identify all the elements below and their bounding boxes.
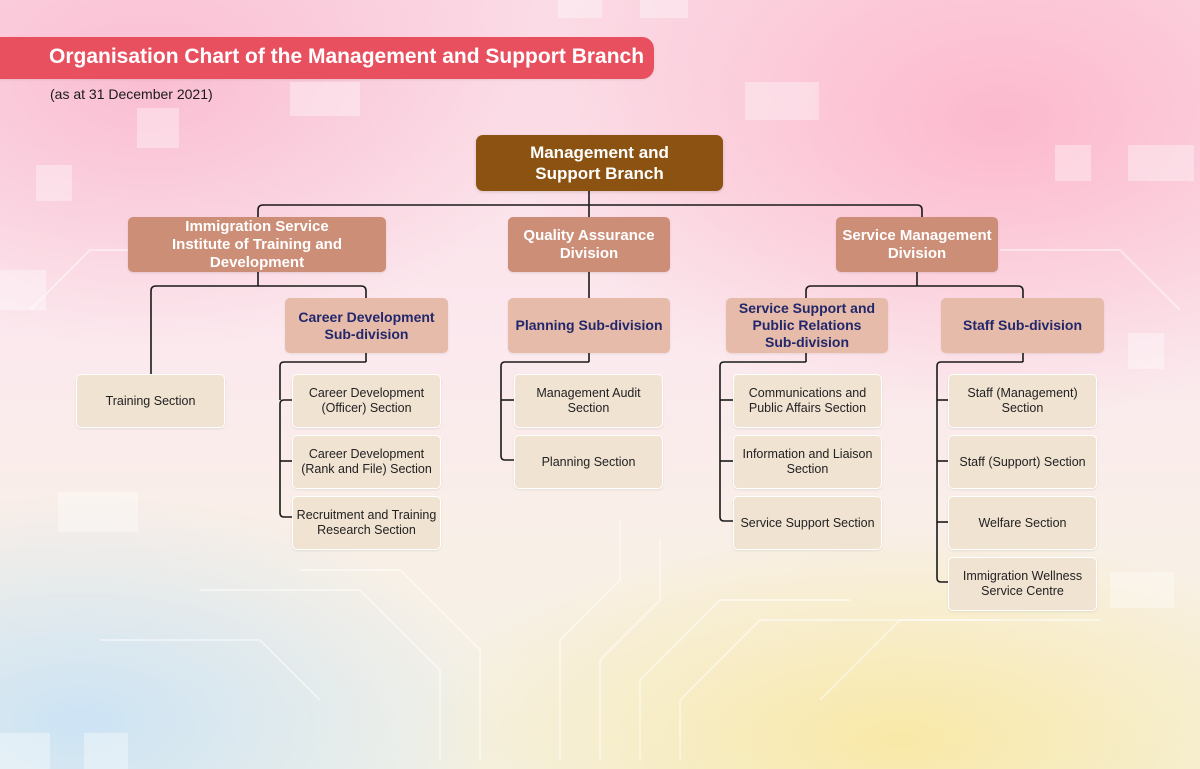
subdivision-label-line1: Career Development: [298, 308, 435, 325]
subdivision-planning: Planning Sub-division: [508, 298, 670, 353]
title-banner: Organisation Chart of the Management and…: [0, 37, 654, 79]
section-label-line1: Information and Liaison: [742, 447, 873, 461]
section-welfare: Welfare Section: [948, 496, 1097, 550]
page-title: Organisation Chart of the Management and…: [49, 45, 645, 68]
division-label-line1: Quality Assurance: [523, 226, 655, 244]
background-square: [0, 733, 50, 769]
section-recruitment-training-research: Recruitment and Training Research Sectio…: [292, 496, 441, 550]
section-label-line2: (Officer) Section: [321, 401, 412, 415]
section-label-line1: Planning Section: [541, 454, 636, 469]
section-label-line2: (Rank and File) Section: [301, 462, 432, 476]
subdivision-career-development: Career Development Sub-division: [285, 298, 448, 353]
subdivision-label-line1: Staff Sub-division: [963, 317, 1082, 333]
section-career-development-rank-file: Career Development (Rank and File) Secti…: [292, 435, 441, 489]
section-label-line2: Section: [567, 401, 610, 415]
section-staff-support: Staff (Support) Section: [948, 435, 1097, 489]
subdivision-service-support-public-relations: Service Support and Public Relations Sub…: [726, 298, 888, 353]
section-label-line1: Staff (Management): [967, 386, 1078, 400]
division-label-line2: Division: [559, 244, 619, 262]
background-square: [84, 733, 128, 769]
division-immigration-service-institute: Immigration Service Institute of Trainin…: [128, 217, 386, 272]
section-staff-management: Staff (Management) Section: [948, 374, 1097, 428]
background-square: [58, 492, 138, 532]
section-immigration-wellness-centre: Immigration Wellness Service Centre: [948, 557, 1097, 611]
section-label-line1: Service Support Section: [740, 515, 875, 530]
subdivision-staff: Staff Sub-division: [941, 298, 1104, 353]
section-service-support: Service Support Section: [733, 496, 882, 550]
subdivision-label-line1: Planning Sub-division: [515, 317, 663, 333]
section-label-line2: Public Affairs Section: [748, 401, 867, 415]
section-label-line1: Recruitment and Training: [296, 508, 437, 522]
subdivision-label-line1: Service Support and: [738, 300, 876, 316]
section-planning: Planning Section: [514, 435, 663, 489]
section-career-development-officer: Career Development (Officer) Section: [292, 374, 441, 428]
root-label-line1: Management and: [530, 143, 669, 162]
background-square: [558, 0, 602, 18]
section-label-line1: Career Development: [308, 447, 425, 461]
background-square: [0, 270, 46, 310]
section-label-line1: Management Audit: [536, 386, 641, 400]
section-communications-public-affairs: Communications and Public Affairs Sectio…: [733, 374, 882, 428]
division-label-line1: Service Management: [842, 226, 992, 244]
subdivision-label-line2: Sub-division: [324, 325, 409, 342]
root-management-support-branch: Management and Support Branch: [476, 135, 723, 191]
section-label-line1: Communications and: [748, 386, 867, 400]
section-label-line2: Section: [1001, 401, 1044, 415]
section-label-line1: Staff (Support) Section: [959, 454, 1086, 469]
section-information-liaison: Information and Liaison Section: [733, 435, 882, 489]
background-square: [1110, 572, 1174, 608]
subdivision-label-line2: Public Relations: [752, 317, 862, 333]
subdivision-label-line3: Sub-division: [765, 334, 849, 350]
background-square: [640, 0, 688, 18]
section-training: Training Section: [76, 374, 225, 428]
division-quality-assurance: Quality Assurance Division: [508, 217, 670, 272]
section-label-line1: Career Development: [308, 386, 425, 400]
background-square: [1055, 145, 1091, 181]
division-label-line2: Institute of Training and Development: [172, 235, 342, 271]
section-label-line1: Welfare Section: [978, 515, 1067, 530]
background-square: [1128, 145, 1194, 181]
section-management-audit: Management Audit Section: [514, 374, 663, 428]
section-label-line2: Research Section: [317, 523, 416, 537]
division-label-line1: Immigration Service: [185, 217, 329, 235]
background-square: [290, 82, 360, 116]
background-square: [137, 108, 179, 148]
section-label-line2: Section: [786, 462, 829, 476]
background-square: [745, 82, 819, 120]
background-square: [36, 165, 72, 201]
division-service-management: Service Management Division: [836, 217, 998, 272]
section-label-line2: Service Centre: [981, 584, 1064, 598]
date-note: (as at 31 December 2021): [50, 86, 213, 102]
section-label-line1: Training Section: [105, 393, 196, 408]
section-label-line1: Immigration Wellness: [962, 569, 1083, 583]
root-label-line2: Support Branch: [535, 164, 664, 183]
division-label-line2: Division: [887, 244, 947, 262]
background-square: [1128, 333, 1164, 369]
